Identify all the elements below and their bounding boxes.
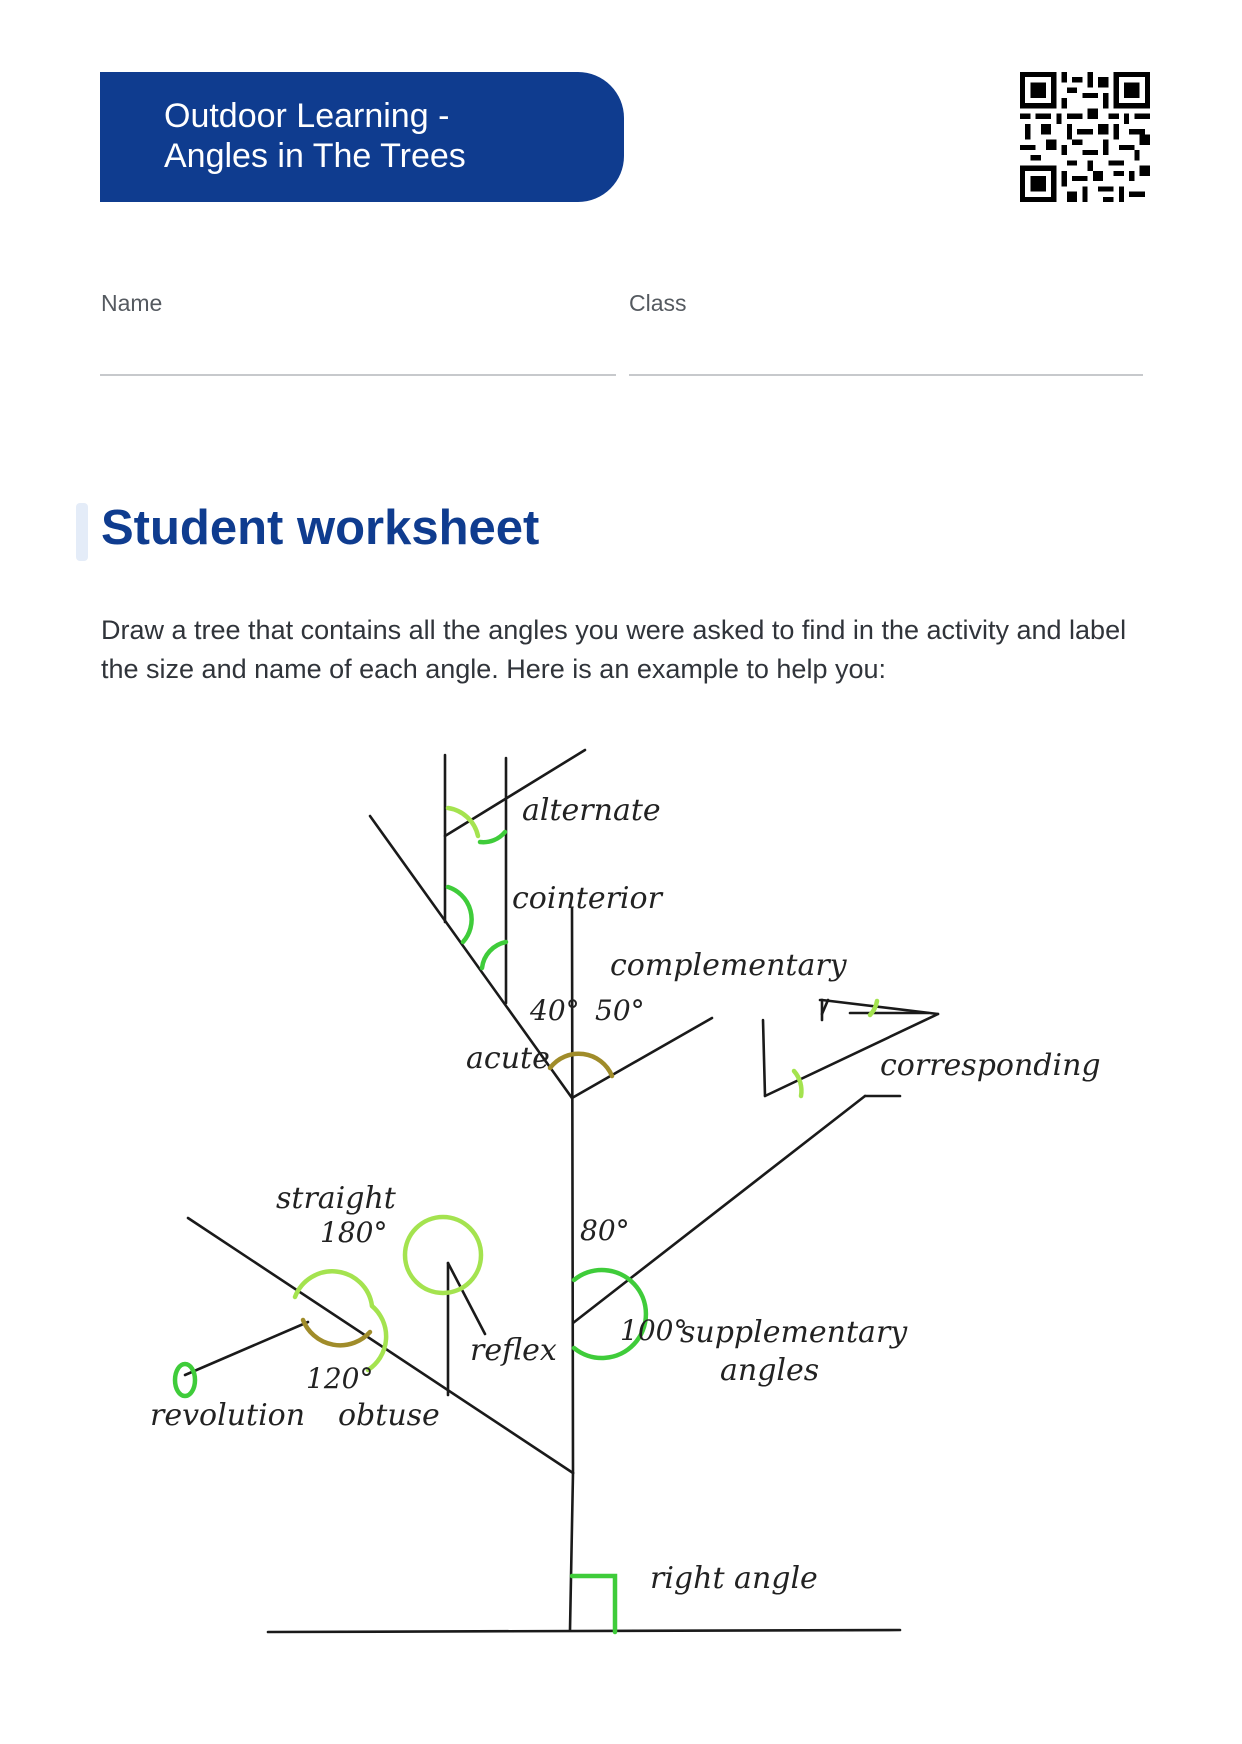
header-title-line-2: Angles in The Trees	[164, 137, 466, 175]
qr-code-icon[interactable]	[1020, 72, 1150, 202]
label-right-angle: right angle	[650, 1561, 818, 1596]
label-cointerior: cointerior	[512, 881, 664, 916]
label-obtuse: obtuse	[338, 1398, 440, 1433]
label-corresponding: corresponding	[880, 1048, 1101, 1083]
angle-tree-illustration: alternate cointerior complementary 40° 5…	[150, 748, 1101, 1635]
label-acute: acute	[466, 1041, 550, 1076]
angle-labels: alternate cointerior complementary 40° 5…	[150, 793, 1101, 1596]
class-field-line[interactable]	[629, 374, 1143, 376]
section-title: Student worksheet	[101, 501, 540, 555]
angle-arc-markers	[172, 805, 880, 1635]
label-revolution: revolution	[150, 1398, 305, 1433]
class-field-label: Class	[629, 290, 687, 316]
label-straight: straight	[276, 1181, 397, 1216]
label-complementary: complementary	[610, 948, 848, 983]
label-alternate: alternate	[522, 793, 661, 828]
label-40-degrees: 40°	[529, 994, 580, 1027]
name-field-line[interactable]	[100, 374, 616, 376]
label-180-degrees: 180°	[320, 1216, 387, 1249]
tree-branches	[183, 748, 940, 1634]
instructions-text: Draw a tree that contains all the angles…	[101, 615, 1127, 684]
section-accent-bar	[76, 503, 88, 561]
label-supplementary: supplementary	[680, 1315, 908, 1350]
label-50-degrees: 50°	[595, 994, 645, 1027]
header-title-line-1: Outdoor Learning -	[164, 97, 450, 135]
label-angles: angles	[720, 1353, 819, 1388]
label-120-degrees: 120°	[306, 1362, 373, 1395]
page-header-banner: Outdoor Learning - Angles in The Trees	[100, 72, 624, 202]
label-80-degrees: 80°	[580, 1214, 630, 1247]
name-field-label: Name	[101, 290, 163, 316]
label-reflex: reflex	[470, 1333, 557, 1368]
label-100-degrees: 100°	[620, 1314, 687, 1347]
